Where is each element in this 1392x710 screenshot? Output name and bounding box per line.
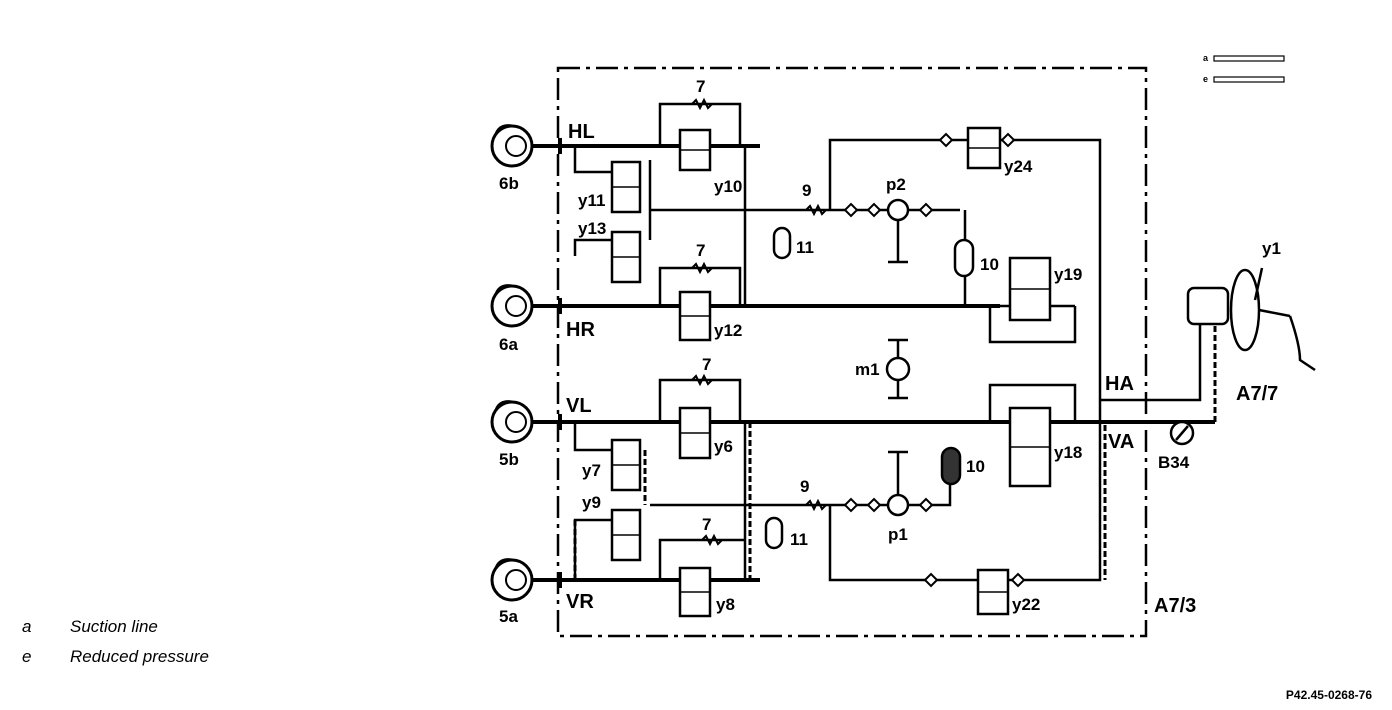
- label-hr: HR: [566, 319, 595, 341]
- label-y6: y6: [714, 437, 733, 456]
- label-y24: y24: [1004, 157, 1033, 176]
- check-valves: [843, 132, 1026, 588]
- label-p1: p1: [888, 525, 908, 544]
- pumps: [885, 198, 911, 517]
- label-wheel-vr: 5a: [499, 607, 518, 626]
- label-11-b: 11: [790, 530, 808, 549]
- label-va: VA: [1108, 431, 1134, 453]
- suction-lines: [573, 320, 1217, 580]
- legend-swatches: a e: [1203, 53, 1285, 84]
- label-y22: y22: [1012, 595, 1040, 614]
- legend-row-a: a Suction line: [22, 617, 158, 637]
- label-y13: y13: [578, 219, 606, 238]
- label-ha: HA: [1105, 373, 1134, 395]
- valve-dividers: [612, 147, 1050, 593]
- figure-code: P42.45-0268-76: [1285, 688, 1372, 702]
- motor-m1: [885, 356, 911, 382]
- label-y19: y19: [1054, 265, 1082, 284]
- label-a7-7: A7/7: [1236, 383, 1278, 405]
- label-hl: HL: [568, 121, 595, 143]
- label-wheel-hl: 6b: [499, 174, 519, 193]
- unit-boundary: [556, 66, 1148, 638]
- label-7-c: 7: [702, 355, 711, 374]
- accumulators: [940, 238, 975, 486]
- label-p2: p2: [886, 175, 906, 194]
- legend-text: Reduced pressure: [70, 647, 209, 666]
- legend-key-e: e: [1203, 74, 1208, 84]
- wheel-vl: [490, 400, 534, 444]
- label-y11: y11: [578, 191, 605, 210]
- label-y1: y1: [1262, 239, 1281, 258]
- wheel-hr: [490, 284, 534, 328]
- label-y10: y10: [714, 177, 742, 196]
- pump-p1: [886, 493, 910, 517]
- label-11-a: 11: [796, 238, 814, 257]
- legend-row-e: e Reduced pressure: [22, 647, 209, 667]
- label-9-b: 9: [800, 477, 809, 496]
- wheel-hl: [490, 124, 534, 168]
- label-y18: y18: [1054, 443, 1082, 462]
- sensor-b34: [1169, 420, 1195, 446]
- springs: [691, 97, 827, 547]
- brake-booster: [1186, 267, 1316, 372]
- legend-key-a: a: [1203, 53, 1209, 63]
- label-vr: VR: [566, 591, 594, 613]
- label-a7-3: A7/3: [1154, 595, 1196, 617]
- label-wheel-vl: 5b: [499, 450, 519, 469]
- label-y9: y9: [582, 493, 601, 512]
- label-y7: y7: [582, 461, 601, 480]
- dampers: [764, 226, 792, 550]
- legend-text: Suction line: [70, 617, 158, 636]
- label-7-d: 7: [702, 515, 711, 534]
- diagram-labels: HL HR VL VR HA VA 6b 6a 5b 5a y10 y11 y1…: [499, 77, 1281, 626]
- label-y8: y8: [716, 595, 735, 614]
- legend-key: a: [22, 617, 32, 636]
- label-7-a: 7: [696, 77, 705, 96]
- label-b34: B34: [1158, 453, 1190, 472]
- label-wheel-hr: 6a: [499, 335, 518, 354]
- label-9-a: 9: [802, 181, 811, 200]
- label-m1: m1: [855, 360, 880, 379]
- label-y12: y12: [714, 321, 742, 340]
- label-vl: VL: [566, 395, 592, 417]
- label-10-b: 10: [966, 457, 985, 476]
- label-7-b: 7: [696, 241, 705, 260]
- wheel-vr: [490, 558, 534, 602]
- pump-p2: [886, 198, 910, 222]
- label-10-a: 10: [980, 255, 999, 274]
- legend-key: e: [22, 647, 32, 666]
